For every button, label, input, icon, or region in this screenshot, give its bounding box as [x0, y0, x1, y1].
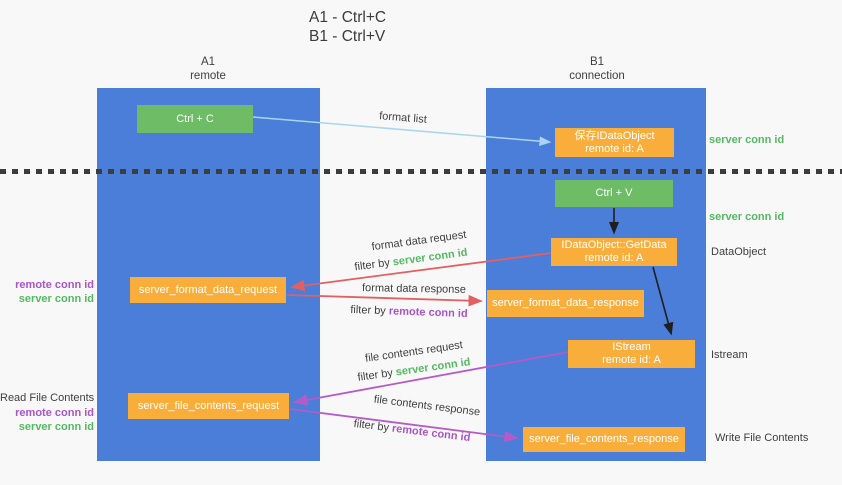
node-ctrl-v-label: Ctrl + V [595, 187, 633, 199]
diagram-title-line2: B1 - Ctrl+V [309, 28, 386, 45]
diagram-title-line1: A1 - Ctrl+C [309, 9, 387, 26]
side-label-server-conn-id-file: server conn id [18, 421, 94, 433]
node-save-idataobject-line2: remote id: A [585, 142, 644, 155]
node-ctrl-c: Ctrl + C [137, 105, 253, 133]
node-getdata-line2: remote id: A [584, 252, 644, 264]
arrow-format-data-response [286, 294, 483, 307]
arrow-format-data-request [290, 252, 552, 292]
node-getdata-line1: IDataObject::GetData [561, 239, 667, 251]
side-label-read-file-contents: Read File Contents [0, 392, 95, 404]
side-label-server-conn-id-top: server conn id [709, 134, 785, 146]
node-server-file-contents-response: server_file_contents_response [523, 427, 685, 452]
node-save-idataobject: 保存IDataObject remote id: A [555, 128, 674, 157]
lane-a1-subtitle: remote [190, 70, 226, 82]
arrow-file-contents-request [293, 351, 569, 406]
lane-b1-subtitle: connection [569, 70, 625, 82]
arrow-format-list [252, 116, 552, 146]
node-server-format-data-response-label: server_format_data_response [492, 297, 639, 309]
node-istream: IStream remote id: A [568, 340, 695, 368]
side-label-write-file-contents: Write File Contents [715, 432, 809, 444]
side-label-remote-conn-id-format: remote conn id [15, 279, 94, 291]
node-save-idataobject-line1: 保存IDataObject [574, 129, 655, 142]
node-server-file-contents-request: server_file_contents_request [128, 393, 289, 419]
node-ctrl-c-label: Ctrl + C [176, 112, 214, 125]
node-server-file-contents-request-label: server_file_contents_request [137, 399, 280, 412]
lane-header-b1: B1 connection [527, 55, 667, 83]
node-istream-line2: remote id: A [602, 354, 661, 366]
diagram-title: A1 - Ctrl+C B1 - Ctrl+V [309, 8, 386, 46]
label-format-data-response: format data response [361, 282, 467, 296]
node-ctrl-v: Ctrl + V [555, 180, 673, 207]
filter-by-text: filter by [350, 303, 387, 318]
node-server-format-data-response: server_format_data_response [487, 290, 644, 317]
dotted-separator [0, 169, 842, 174]
node-server-file-contents-response-label: server_file_contents_response [529, 433, 679, 445]
lane-b1-title: B1 [589, 56, 605, 68]
arrow-file-contents-response [289, 408, 519, 443]
arrow-getdata-to-istream [652, 266, 674, 336]
side-label-istream: Istream [711, 349, 748, 361]
node-server-format-data-request-label: server_format_data_request [138, 283, 278, 296]
lane-a1-title: A1 [200, 56, 216, 68]
node-istream-line1: IStream [612, 341, 651, 353]
lane-header-a1: A1 remote [138, 55, 278, 83]
node-server-format-data-request: server_format_data_request [130, 277, 286, 303]
side-label-server-conn-id-format: server conn id [18, 293, 94, 305]
side-label-dataobject: DataObject [711, 246, 767, 258]
node-getdata: IDataObject::GetData remote id: A [551, 238, 677, 266]
side-label-server-conn-id-mid: server conn id [709, 211, 785, 223]
side-label-remote-conn-id-file: remote conn id [15, 407, 94, 419]
